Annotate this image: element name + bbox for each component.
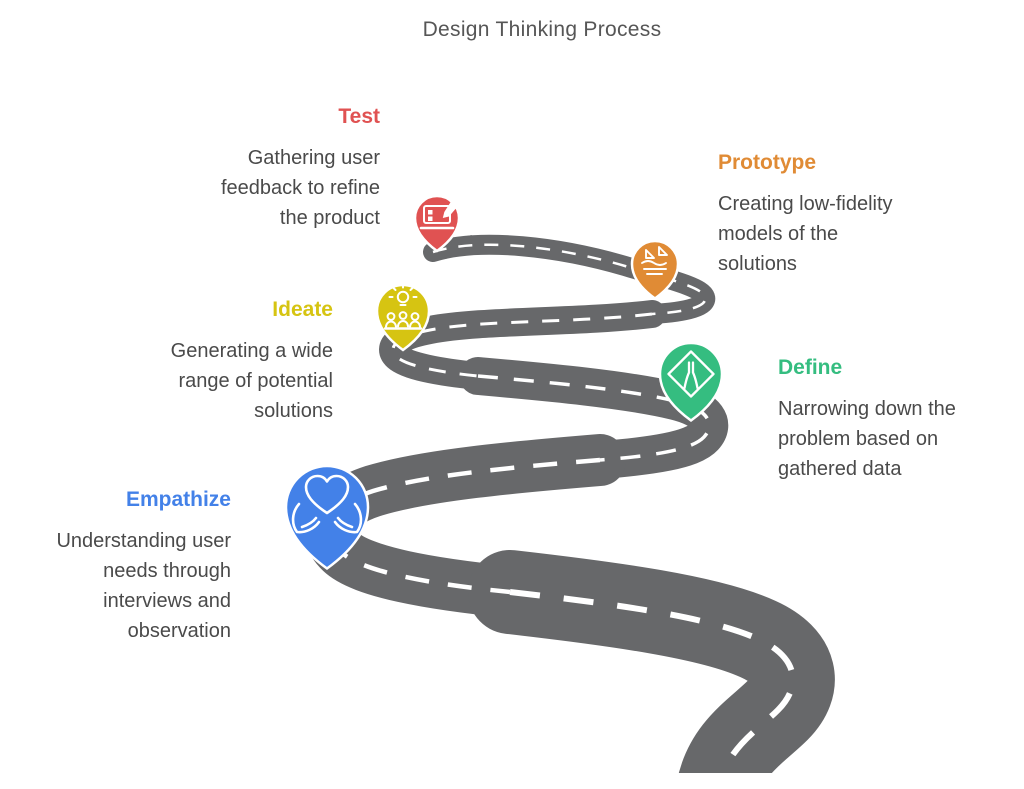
desc-line: observation <box>127 620 231 642</box>
stage-label-test: Test <box>338 105 380 128</box>
pin-test <box>413 194 461 253</box>
pin-define-shape <box>658 341 724 423</box>
pin-define <box>658 341 724 423</box>
desc-line: Understanding user <box>56 530 231 552</box>
stage-desc-define: Narrowing down the problem based on gath… <box>778 394 956 484</box>
merge-sign-icon <box>667 350 715 398</box>
stage-label-define: Define <box>778 356 843 379</box>
desc-line: needs through <box>103 560 231 582</box>
desc-line: solutions <box>254 400 333 422</box>
dash-bottom <box>509 589 796 789</box>
desc-line: gathered data <box>778 458 902 480</box>
desc-line: feedback to refine <box>221 177 380 199</box>
desc-line: problem based on <box>778 428 939 450</box>
stage-label-prototype: Prototype <box>718 151 817 174</box>
stage-block-test: Test Gathering user feedback to refine t… <box>221 104 380 233</box>
stage-desc-empathize: Understanding user needs through intervi… <box>56 526 231 646</box>
pin-prototype <box>630 239 680 301</box>
pin-ideate <box>375 283 431 352</box>
prototype-hand-icon <box>641 246 668 275</box>
idea-team-icon <box>383 283 423 330</box>
stage-desc-test: Gathering user feedback to refine the pr… <box>221 143 380 233</box>
stage-label-empathize: Empathize <box>125 488 231 511</box>
stage-desc-prototype: Creating low-fidelity models of the solu… <box>718 189 893 279</box>
desc-line: the product <box>279 207 380 229</box>
stage-block-prototype: Prototype Creating low-fidelity models o… <box>718 150 893 279</box>
stage-desc-ideate: Generating a wide range of potential sol… <box>171 336 333 426</box>
desc-line: models of the <box>718 223 839 245</box>
desc-line: interviews and <box>103 590 231 612</box>
desc-line: Generating a wide <box>170 340 333 362</box>
screen-pencil-icon <box>419 196 461 230</box>
desc-line: range of potential <box>178 370 333 392</box>
road-segment-bottom <box>468 550 835 789</box>
desc-line: solutions <box>718 253 797 275</box>
hands-heart-icon <box>291 474 363 534</box>
stage-block-define: Define Narrowing down the problem based … <box>778 355 956 484</box>
road-bottom-cut <box>0 773 1024 789</box>
stage-label-ideate: Ideate <box>272 298 333 321</box>
stage-block-empathize: Empathize Understanding user needs throu… <box>56 487 231 646</box>
page-title: Design Thinking Process <box>422 18 662 41</box>
desc-line: Creating low-fidelity <box>718 193 893 215</box>
desc-line: Narrowing down the <box>778 398 956 420</box>
pin-empathize <box>284 464 370 571</box>
desc-line: Gathering user <box>247 147 380 169</box>
stage-block-ideate: Ideate Generating a wide range of potent… <box>171 297 333 426</box>
